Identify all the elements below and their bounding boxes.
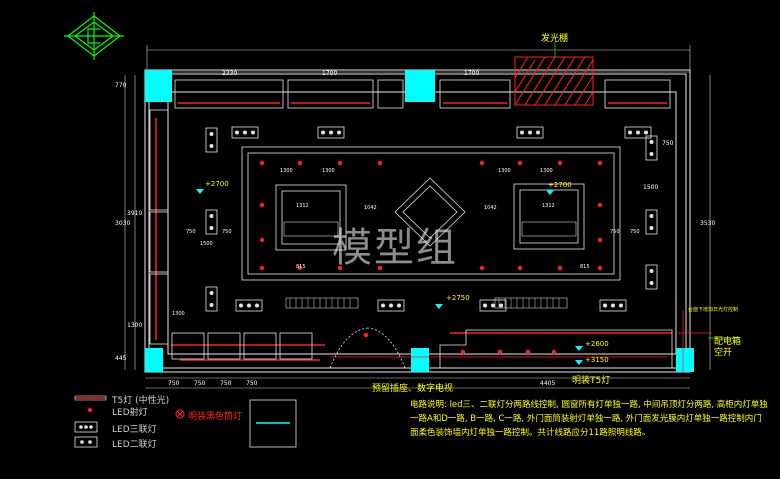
dim-bottom-5: 4405 xyxy=(540,380,556,387)
dim-left-3: 3910 xyxy=(127,210,143,217)
inner-dim-2: 1300 xyxy=(322,168,335,174)
dim-top-3: 1700 xyxy=(464,70,480,77)
breaker-label: 空开 xyxy=(714,348,733,358)
inner-dim-3: 1300 xyxy=(498,168,511,174)
ceiling-height-1: +2700 xyxy=(205,180,229,188)
inner-dim-11: 750 xyxy=(630,229,640,235)
dim-left-5: 445 xyxy=(115,355,127,362)
dim-bottom-1: 750 xyxy=(168,380,180,387)
inner-dim-10: 750 xyxy=(610,229,620,235)
dim-bottom-4: 750 xyxy=(246,380,258,387)
counter-light-note: 台面下增加日光灯控制 xyxy=(688,307,739,313)
ceiling-height-2: +2700 xyxy=(548,181,572,189)
light-shelf xyxy=(514,56,594,106)
ceiling-height-5: +3150 xyxy=(585,356,609,364)
circuit-notes: 电路说明: led三、二联灯分两路线控制, 圆窗所有灯单独一路, 中间吊顶灯分两… xyxy=(410,400,768,438)
dim-top-1: 2330 xyxy=(222,70,238,77)
led-spots xyxy=(259,160,603,355)
dim-left-2: 3030 xyxy=(115,220,131,227)
legend-t5-label: T5灯 (中性光) xyxy=(112,396,170,406)
dim-left-1: 770 xyxy=(115,82,127,89)
inner-dim-15: 815 xyxy=(296,264,306,270)
legend-led-spot-label: LED射灯 xyxy=(112,408,148,418)
inner-dim-9: 750 xyxy=(222,229,232,235)
light-shelf-label: 发光棚 xyxy=(541,34,569,44)
dim-top-2: 1700 xyxy=(322,70,338,77)
inner-dim-8: 750 xyxy=(186,229,196,235)
legend-led-3-label: LED三联灯 xyxy=(112,425,157,435)
logo-icon xyxy=(64,12,124,60)
inner-dim-1: 1300 xyxy=(280,168,293,174)
ceiling-frame xyxy=(241,146,621,281)
dim-bottom-2: 750 xyxy=(194,380,206,387)
dim-left-4: 1300 xyxy=(127,322,143,329)
inner-dim-13: 1312 xyxy=(542,203,555,209)
inner-dim-14: 1312 xyxy=(296,203,309,209)
inner-dim-16: 815 xyxy=(580,264,590,270)
legend-led-2-label: LED二联灯 xyxy=(112,440,157,450)
surface-t5-label: 明装T5灯 xyxy=(572,376,611,386)
legend-symbols xyxy=(74,395,297,448)
dim-right-2: 1500 xyxy=(643,184,659,191)
corner-columns xyxy=(145,70,694,372)
inner-dim-4: 1300 xyxy=(540,168,553,174)
reserved-socket-label: 预留插座、数字电视 xyxy=(372,384,454,394)
inner-dim-12: 1300 xyxy=(172,311,185,317)
ceiling-height-4: +2600 xyxy=(585,340,609,348)
watermark-text: 模型组 xyxy=(332,225,458,271)
inner-dim-6: 1042 xyxy=(484,205,497,211)
dim-bottom-3: 750 xyxy=(220,380,232,387)
distribution-box-label: 配电箱 xyxy=(714,337,742,347)
dim-right-3: 3530 xyxy=(700,220,716,227)
legend-downlight-label: 明装黑色筒灯 xyxy=(188,412,243,422)
ceiling-height-3: +2750 xyxy=(446,294,470,302)
dim-right-1: 750 xyxy=(662,140,674,147)
inner-dim-5: 1042 xyxy=(364,205,377,211)
led-fixtures xyxy=(205,126,658,312)
inner-dim-7: 1500 xyxy=(200,241,213,247)
